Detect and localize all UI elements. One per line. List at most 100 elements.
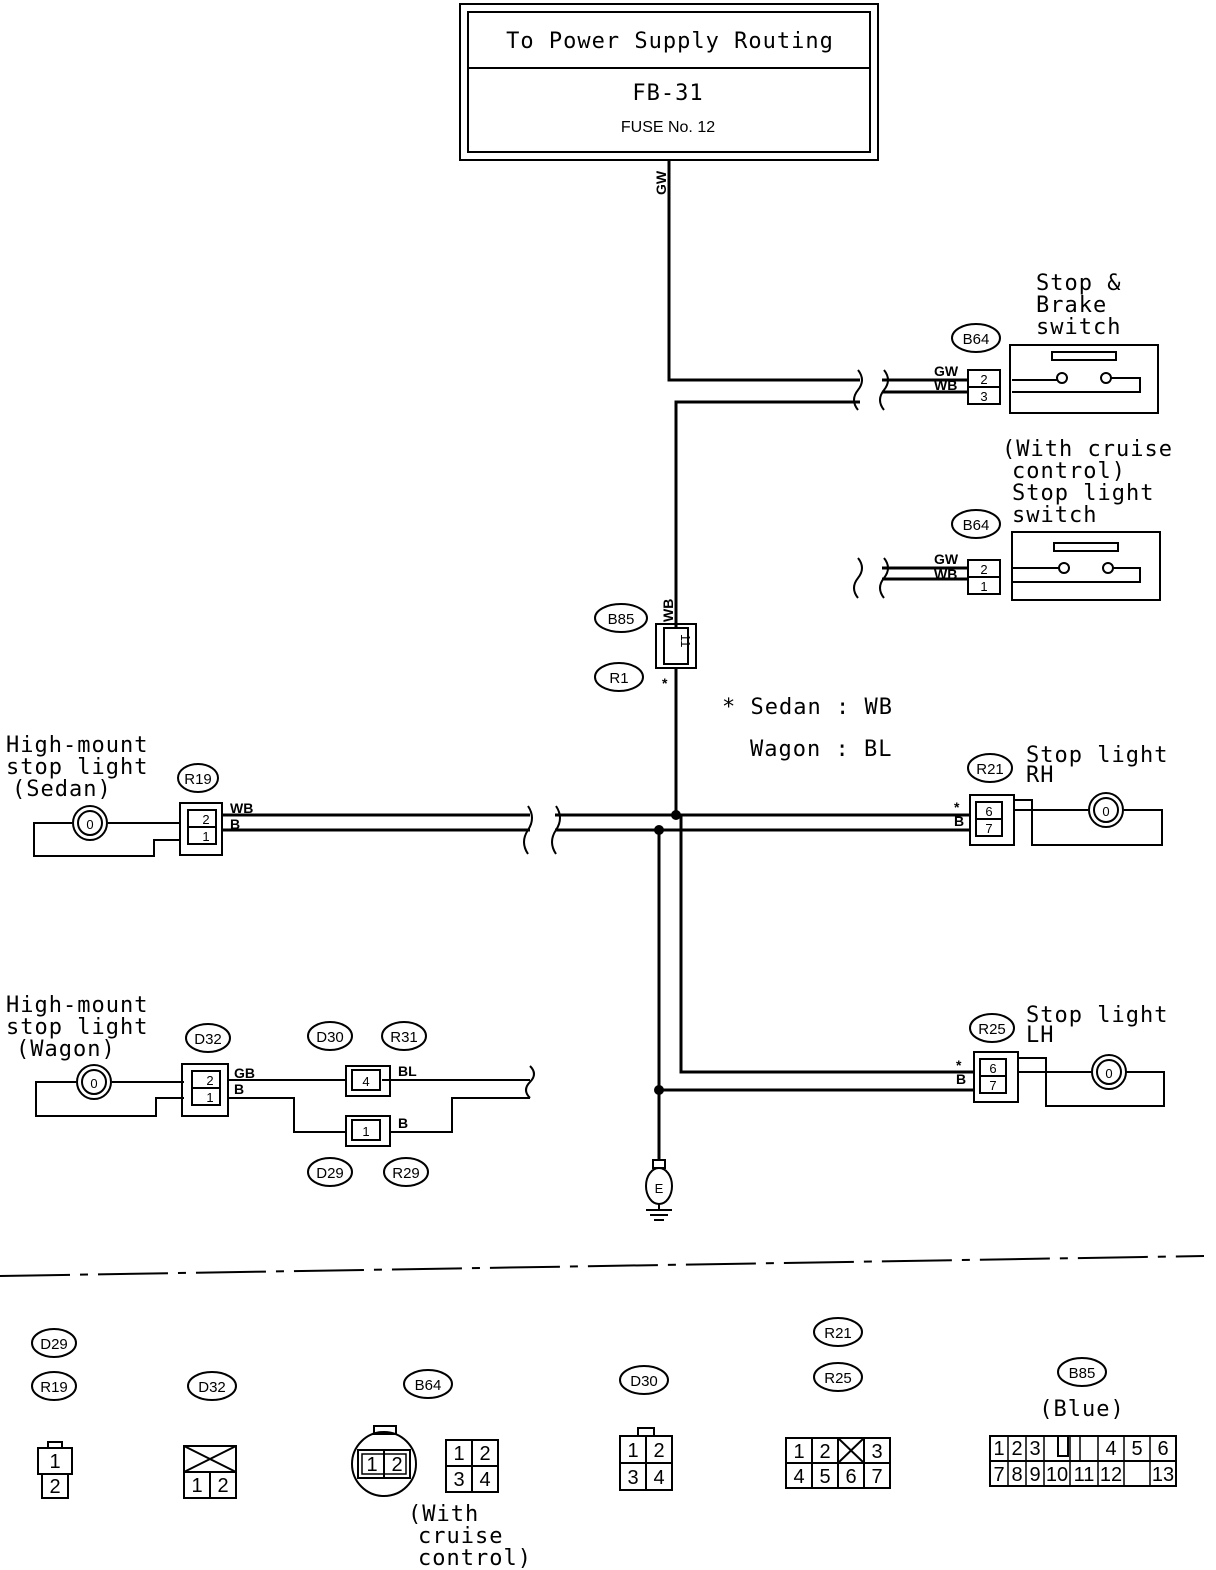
legend-g1-pin-2: 2 (49, 1476, 60, 1498)
lh-bulb: 0 (1105, 1066, 1112, 1081)
sw1-pin-top: 2 (980, 372, 987, 387)
junction-dot-lh (654, 1085, 664, 1095)
hm-wagon-bulb: 0 (90, 1076, 97, 1091)
r19-pin-top: 2 (202, 812, 209, 827)
connector-r31-id: R31 (390, 1029, 418, 1046)
d32-pin-bottom: 1 (206, 1090, 213, 1105)
wires (222, 160, 974, 1221)
legend-g5-pin-4: 4 (793, 1466, 804, 1488)
connector-legend: D29 R19 1 2 D32 1 2 B64 1 2 1 2 3 4 ( (31, 1317, 1177, 1570)
connector-r21-id: R21 (976, 761, 1004, 778)
sw2-pin-top: 2 (980, 562, 987, 577)
legend-g6-pin-12: 12 (1100, 1464, 1122, 1486)
legend-g3-sq-pin-2: 2 (479, 1443, 490, 1465)
d30-wire-bl: BL (398, 1063, 417, 1079)
legend-g4-pin-2: 2 (653, 1440, 664, 1462)
sw1-wire-wb: WB (934, 377, 957, 393)
wire-break-marks (523, 369, 889, 1099)
ground-e: E (645, 1159, 673, 1210)
legend-g5-pin-6: 6 (845, 1466, 856, 1488)
b85-pin: 11 (678, 634, 693, 648)
r21-wire-b: B (954, 813, 964, 829)
legend-g6-pin-1: 1 (993, 1438, 1004, 1460)
legend-g2-pin-1: 1 (191, 1475, 202, 1497)
d32-wire-b: B (234, 1081, 244, 1097)
hm-sedan-label-1: High-mount (6, 733, 148, 758)
r21-wire-star: * (954, 799, 960, 815)
legend-wagon: Wagon : BL (750, 737, 892, 762)
stop-brake-switch: Stop & Brake switch B64 2 3 GW WB (934, 271, 1159, 414)
legend-g3-note-2: cruise (418, 1524, 503, 1549)
stop-light-rh-label-1: Stop light (1026, 743, 1168, 768)
stop-light-switch-label-2: control) (1012, 459, 1126, 484)
b85-wire-wb: WB (660, 599, 676, 622)
legend-g4-pin-4: 4 (653, 1467, 664, 1489)
legend-g5-pin-7: 7 (871, 1466, 882, 1488)
r25-wire-b: B (956, 1071, 966, 1087)
legend-g6-pin-8: 8 (1011, 1464, 1022, 1486)
legend-g6-pin-4: 4 (1105, 1438, 1116, 1460)
sw1-wire-gw: GW (934, 363, 959, 379)
r19-pin-bottom: 1 (202, 829, 209, 844)
legend-g2-pin-2: 2 (217, 1475, 228, 1497)
power-supply-box: To Power Supply Routing FB-31 FUSE No. 1… (459, 3, 879, 161)
connector-d32-id: D32 (194, 1031, 222, 1048)
fuse-block-label: FB-31 (632, 81, 703, 106)
wire-label-main-gw: GW (653, 170, 669, 195)
legend-g3-sq-pin-4: 4 (479, 1469, 490, 1491)
legend-g4-id: D30 (630, 1373, 658, 1390)
connector-r29-id: R29 (392, 1165, 420, 1182)
stop-light-lh-label-2: LH (1026, 1023, 1055, 1048)
hm-wagon-label-1: High-mount (6, 993, 148, 1018)
hm-wagon-label-3: (Wagon) (16, 1037, 116, 1062)
r21-pin-bottom: 7 (985, 821, 992, 836)
legend-g6-pin-5: 5 (1131, 1438, 1142, 1460)
connector-b64b-tag (951, 509, 1001, 539)
connector-b64-id: B64 (963, 331, 990, 348)
legend-g5-id-1: R21 (824, 1325, 852, 1342)
sw2-pin-bottom: 1 (980, 579, 987, 594)
d29-wire-b: B (398, 1115, 408, 1131)
junction-dot-ground (654, 825, 664, 835)
legend-g3-round-pin-1: 1 (366, 1454, 377, 1476)
power-box-title: To Power Supply Routing (506, 29, 834, 54)
d29-pin: 1 (362, 1124, 369, 1139)
legend-g5-pin-5: 5 (819, 1466, 830, 1488)
section-divider (0, 1255, 1205, 1277)
sw2-wire-wb: WB (934, 566, 957, 582)
legend-g5-pin-1: 1 (793, 1441, 804, 1463)
fuse-number-label: FUSE No. 12 (621, 119, 715, 136)
legend-g6-pin-2: 2 (1011, 1438, 1022, 1460)
legend-g6-pin-13: 13 (1152, 1464, 1174, 1486)
legend-g6-id: B85 (1069, 1365, 1096, 1382)
legend-g2-id: D32 (198, 1379, 226, 1396)
legend-g4-pin-1: 1 (627, 1440, 638, 1462)
rh-bulb: 0 (1102, 804, 1109, 819)
r25-pin-top: 6 (989, 1061, 996, 1076)
legend-g4-pin-3: 3 (627, 1467, 638, 1489)
high-mount-wagon: High-mount stop light (Wagon) D32 0 2 1 … (6, 993, 530, 1187)
d32-pin-top: 2 (206, 1073, 213, 1088)
legend-g1-pin-1: 1 (49, 1451, 60, 1473)
r19-wire-wb: WB (230, 800, 253, 816)
stop-light-rh-label-2: RH (1026, 763, 1055, 788)
ground-label: E (655, 1181, 664, 1196)
stop-light-switch: (With cruise control) Stop light switch … (934, 437, 1172, 601)
hm-wagon-label-2: stop light (6, 1015, 148, 1040)
stop-light-lh: Stop light LH R25 6 7 * B 0 (956, 1003, 1167, 1107)
stop-brake-switch-label-2: Brake (1036, 293, 1107, 318)
connector-r1-id: R1 (609, 670, 628, 687)
legend-g6-pin-6: 6 (1157, 1438, 1168, 1460)
d32-wire-gb: GB (234, 1065, 255, 1081)
connector-d29-id: D29 (316, 1165, 344, 1182)
legend-g3-id: B64 (415, 1377, 442, 1394)
legend-g6-pin-10: 10 (1046, 1464, 1068, 1486)
legend-g6-note: (Blue) (1039, 1397, 1124, 1422)
legend-sedan: * Sedan : WB (722, 695, 893, 720)
connector-b85-id: B85 (608, 611, 635, 628)
connector-r25-id: R25 (978, 1021, 1006, 1038)
high-mount-sedan: High-mount stop light (Sedan) R19 0 2 1 … (6, 733, 253, 857)
hm-sedan-bulb: 0 (86, 817, 93, 832)
legend-g3-note-3: control) (418, 1546, 532, 1570)
